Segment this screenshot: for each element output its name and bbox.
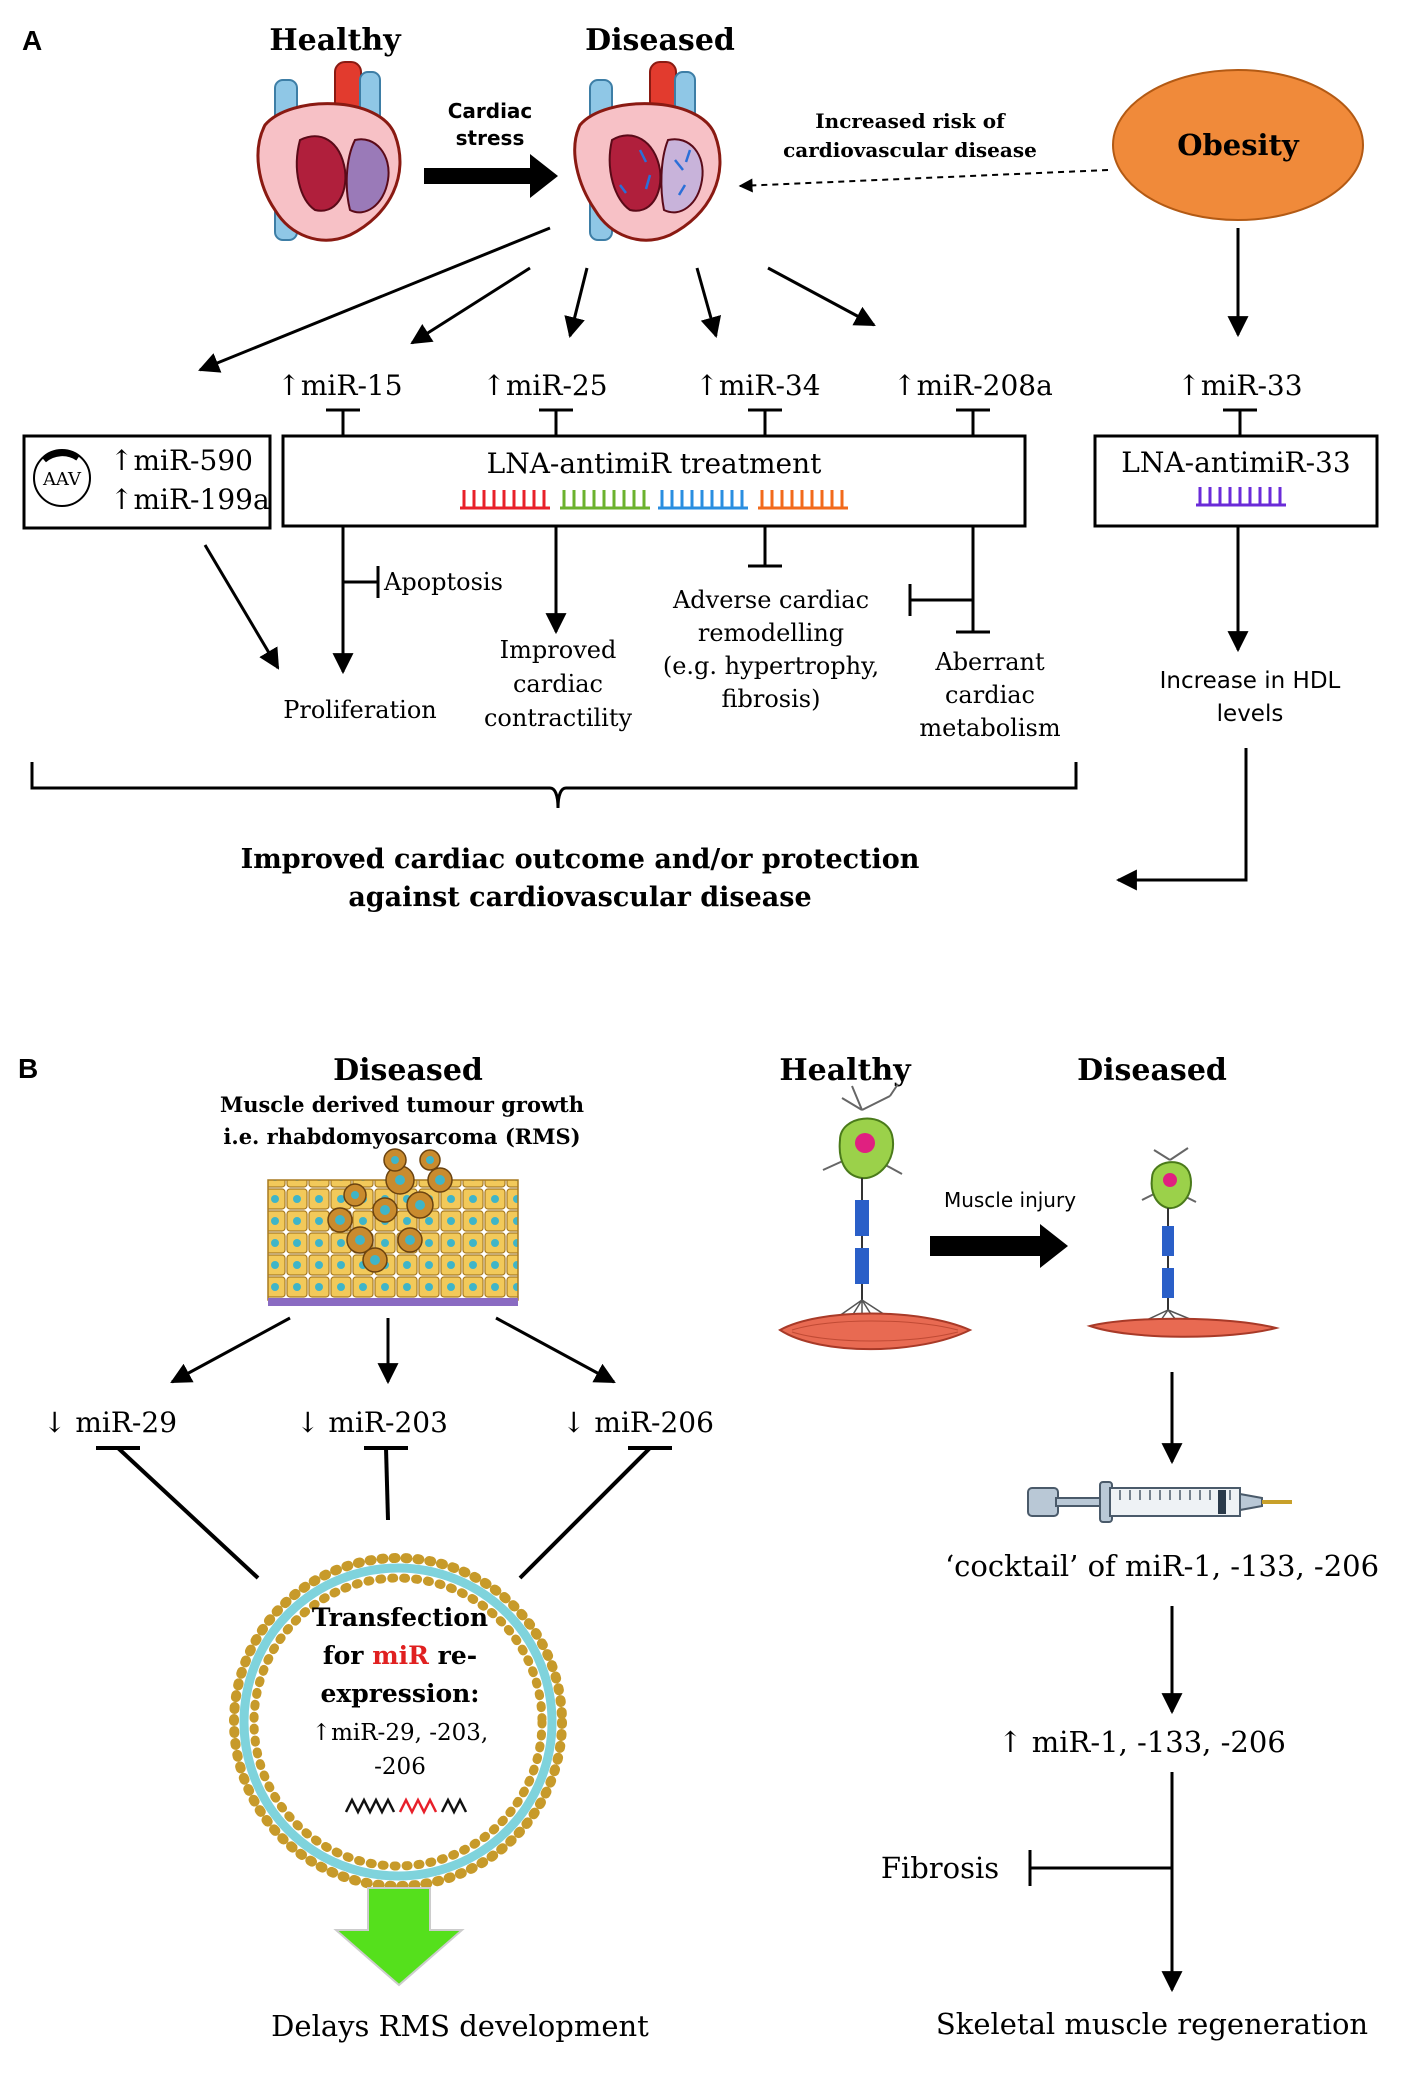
mir-15-label: ↑miR-15 xyxy=(277,369,402,402)
hdl-to-outcome-arrow xyxy=(1115,748,1248,891)
lna-33-oligo-bar xyxy=(1196,487,1286,507)
transfection-mirs-line2: -206 xyxy=(374,1754,426,1780)
tumour-line1: Muscle derived tumour growth xyxy=(220,1092,584,1117)
metabolism-line1: Aberrant xyxy=(934,648,1045,676)
mir-25-label: ↑miR-25 xyxy=(482,369,607,402)
mir-33-label: ↑miR-33 xyxy=(1177,369,1302,402)
transfection-line3: expression: xyxy=(320,1679,479,1708)
lna-33-label: LNA-antimiR-33 xyxy=(1121,446,1350,479)
diseased-heading-a: Diseased xyxy=(585,23,735,58)
aav-to-proliferation-arrow xyxy=(203,544,280,670)
regeneration-label: Skeletal muscle regeneration xyxy=(936,2007,1368,2041)
outcome-line1: Improved cardiac outcome and/or protecti… xyxy=(241,844,920,875)
diseased-heading-b-right: Diseased xyxy=(1077,1053,1227,1088)
remodelling-inhibition xyxy=(748,526,782,568)
lna-treatment-label: LNA-antimiR treatment xyxy=(487,447,823,480)
remodelling-line4: fibrosis) xyxy=(722,685,821,713)
risk-dashed-arrow xyxy=(738,169,1109,193)
metabolism-line3: metabolism xyxy=(919,714,1060,742)
obesity-label: Obesity xyxy=(1177,128,1300,162)
mir-206-down-label: ↓ miR-206 xyxy=(562,1406,714,1439)
metabolism-inhibition xyxy=(908,526,990,634)
mir-34-label: ↑miR-34 xyxy=(695,369,820,402)
panel-a-label: A xyxy=(22,25,42,56)
aav-label: AAV xyxy=(42,469,82,490)
hdl-line1: Increase in HDL xyxy=(1160,668,1341,694)
lna-treatment-box xyxy=(281,434,1027,528)
fibrosis-label: Fibrosis xyxy=(881,1851,999,1885)
aav-vector-icon xyxy=(33,449,91,507)
transfection-mir-highlight: miR xyxy=(372,1641,429,1670)
muscle-injury-label: Muscle injury xyxy=(944,1188,1076,1212)
healthy-heart-icon xyxy=(256,61,402,242)
contractility-line2: cardiac xyxy=(513,670,603,698)
panel-b-label: B xyxy=(18,1053,38,1084)
mir-208a-label: ↑miR-208a xyxy=(893,369,1053,402)
lna-inhibition-bars xyxy=(326,408,1257,436)
mir-199a-label: ↑miR-199a xyxy=(110,483,270,516)
green-down-arrow xyxy=(333,1887,465,1987)
outcome-brace xyxy=(30,762,1078,809)
tumour-line2: i.e. rhabdomyosarcoma (RMS) xyxy=(223,1124,580,1149)
diseased-neuron-muscle-icon xyxy=(1086,1147,1280,1338)
remodelling-line3: (e.g. hypertrophy, xyxy=(663,652,879,680)
syringe-icon xyxy=(1027,1481,1292,1523)
transfection-re: re- xyxy=(438,1641,477,1670)
transfection-line2: for miR re- xyxy=(323,1641,477,1670)
tumour-output-arrows xyxy=(170,1316,616,1385)
rna-strand-icon xyxy=(344,1797,468,1815)
healthy-neuron-muscle-icon xyxy=(778,1083,973,1351)
cardiac-stress-arrow xyxy=(424,154,558,198)
heart-output-arrows xyxy=(198,226,876,373)
apoptosis-inhibition xyxy=(343,566,380,598)
contractility-line1: Improved xyxy=(500,636,617,664)
lna-33-box xyxy=(1093,434,1379,528)
metabolism-line2: cardiac xyxy=(945,681,1035,709)
fibrosis-inhibition xyxy=(1028,1850,1172,1886)
transfection-for: for xyxy=(323,1641,364,1670)
risk-text-line1: Increased risk of xyxy=(815,109,1006,133)
transfection-line1: Transfection xyxy=(312,1603,488,1632)
mir-29-down-label: ↓ miR-29 xyxy=(43,1406,177,1439)
healthy-heading-b: Healthy xyxy=(779,1053,912,1088)
healthy-heading-a: Healthy xyxy=(269,23,402,58)
cardiac-stress-line1: Cardiac xyxy=(448,99,533,123)
mir-203-down-label: ↓ miR-203 xyxy=(296,1406,448,1439)
transfection-mirs-line1: ↑miR-29, -203, xyxy=(312,1720,488,1746)
outcome-line2: against cardiovascular disease xyxy=(348,882,811,913)
liposome-icon xyxy=(229,1553,567,1891)
remodelling-line2: remodelling xyxy=(698,619,844,647)
up-mirs-label: ↑ miR-1, -133, -206 xyxy=(998,1725,1286,1759)
muscle-injury-arrow xyxy=(930,1224,1068,1268)
hdl-line2: levels xyxy=(1217,701,1284,727)
transfection-inhibition-lines xyxy=(96,1446,672,1580)
mir-590-label: ↑miR-590 xyxy=(110,444,253,477)
diseased-heart-icon xyxy=(573,61,722,242)
proliferation-label: Proliferation xyxy=(283,696,437,724)
remodelling-line1: Adverse cardiac xyxy=(672,586,869,614)
contractility-line3: contractility xyxy=(484,704,633,732)
cardiac-stress-line2: stress xyxy=(456,126,525,150)
lna-oligo-bars xyxy=(460,490,848,510)
diseased-heading-b-left: Diseased xyxy=(333,1053,483,1088)
cocktail-label: ‘cocktail’ of miR-1, -133, -206 xyxy=(945,1549,1379,1583)
apoptosis-label: Apoptosis xyxy=(383,568,503,596)
tumour-tissue-icon xyxy=(267,1148,519,1306)
delays-rms-label: Delays RMS development xyxy=(271,2009,649,2043)
risk-text-line2: cardiovascular disease xyxy=(783,138,1037,162)
obesity-ellipse xyxy=(1112,69,1364,221)
